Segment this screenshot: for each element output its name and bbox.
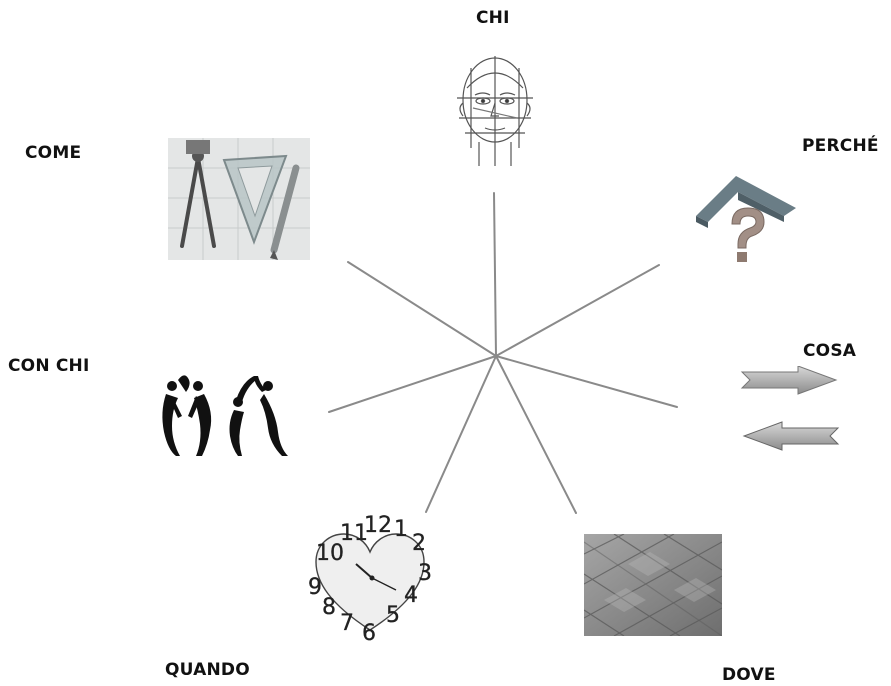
label-cosa: COSA <box>803 341 856 361</box>
label-chi: CHI <box>476 8 510 28</box>
clock-numeral-9: 9 <box>308 575 322 600</box>
spoke-chi <box>494 193 496 356</box>
head-drawing-icon <box>445 48 545 168</box>
clock-numeral-7: 7 <box>340 611 354 636</box>
dancing-figures-icon <box>158 372 298 458</box>
label-dove: DOVE <box>722 665 776 685</box>
spoke-perche <box>496 265 659 356</box>
clock-numeral-8: 8 <box>322 595 336 620</box>
stone-tiles-icon <box>584 534 722 636</box>
two-arrows-icon <box>740 366 840 456</box>
label-con-chi: CON CHI <box>8 356 90 376</box>
spoke-cosa <box>496 356 677 407</box>
spoke-come <box>348 262 496 356</box>
clock-numeral-2: 2 <box>412 531 426 556</box>
label-perche: PERCHÉ <box>802 136 879 156</box>
clock-numeral-6: 6 <box>362 621 376 646</box>
heart-clock-icon: 9 10 11 12 1 2 3 4 5 6 7 8 <box>300 508 440 648</box>
clock-numeral-1: 1 <box>394 517 408 542</box>
clock-numeral-12: 12 <box>364 513 392 538</box>
spoke-dove <box>496 356 576 513</box>
drafting-tools-icon <box>168 138 310 260</box>
clock-numeral-4: 4 <box>404 583 418 608</box>
spoke-quando <box>426 356 496 512</box>
spoke-con-chi <box>329 356 496 412</box>
label-quando: QUANDO <box>165 660 250 680</box>
label-come: COME <box>25 143 81 163</box>
house-question-mark-icon <box>692 172 798 268</box>
clock-numeral-3: 3 <box>418 561 432 586</box>
clock-numeral-5: 5 <box>386 603 400 628</box>
